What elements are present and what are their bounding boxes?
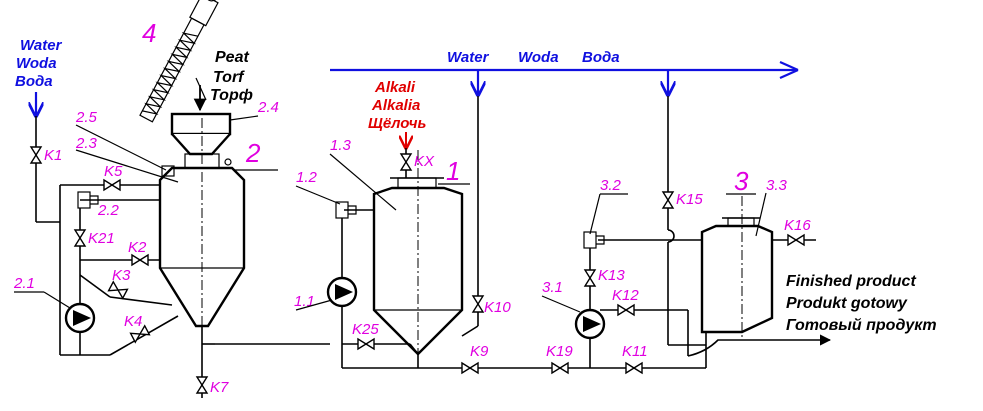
valve-k3-label: K3 <box>112 267 131 284</box>
item-2-4-label: 2.4 <box>257 99 279 116</box>
item-2-2-label: 2.2 <box>97 202 120 219</box>
water-left-label-pl: Woda <box>16 55 57 72</box>
item-3-2-label: 3.2 <box>600 177 622 194</box>
valve-labels: K1 K5 K21 K2 K3 K4 K7 KX K25 K10 K9 K19 … <box>44 147 811 396</box>
valve-k15-label: K15 <box>676 191 703 208</box>
water-left-label-en: Water <box>20 37 63 54</box>
unit-2-reactor: 2 2.4 2.5 2.3 <box>75 99 279 340</box>
item-3-3-label: 3.3 <box>766 177 788 194</box>
peat-label-pl: Torf <box>213 69 245 86</box>
item-2-1-label: 2.1 <box>13 275 35 292</box>
unit-3-label: 3 <box>734 166 749 196</box>
valve-k1-label: K1 <box>44 147 62 164</box>
valve-k9-label: K9 <box>470 343 489 360</box>
valve-k7-label: K7 <box>210 379 229 396</box>
item-2-3-label: 2.3 <box>75 135 98 152</box>
output-label-en: Finished product <box>786 273 916 290</box>
item-1-3-label: 1.3 <box>330 137 352 154</box>
item-3-1-label: 3.1 <box>542 279 563 296</box>
unit-1-label: 1 <box>446 156 460 186</box>
unit-3-tank: 3 3.3 <box>700 166 816 340</box>
unit-3-piping: 3.2 3.1 Finished product Produkt gotowy … <box>541 96 937 368</box>
unit-2-label: 2 <box>245 138 261 168</box>
peat-label-en: Peat <box>215 49 249 66</box>
valve-k25-label: K25 <box>352 321 379 338</box>
water-top-label-pl: Woda <box>518 49 559 66</box>
water-left-label-ru: Вода <box>15 73 53 90</box>
item-2-5-label: 2.5 <box>75 109 98 126</box>
unit-1-piping: 1.2 1.1 <box>294 96 706 374</box>
valve-k4-label: K4 <box>124 313 142 330</box>
valve-k5-label: K5 <box>104 163 123 180</box>
valve-k12-label: K12 <box>612 287 639 304</box>
water-top-label-ru: Вода <box>582 49 620 66</box>
valve-k19-label: K19 <box>546 343 573 360</box>
unit-2-item-labels: 2.2 2.1 <box>13 202 120 309</box>
output-label-ru: Готовый продукт <box>786 317 937 334</box>
water-top-label-en: Water <box>447 49 490 66</box>
alkali-label-ru: Щёлочь <box>368 115 426 132</box>
output-label-pl: Produkt gotowy <box>786 295 908 312</box>
valve-k16-label: K16 <box>784 217 811 234</box>
unit-1-reactor: 1 1.3 <box>329 137 470 360</box>
unit-4-label: 4 <box>142 18 156 48</box>
alkali-label-pl: Alkalia <box>371 97 420 114</box>
alkali-input: Alkali Alkalia Щёлочь <box>368 79 426 148</box>
peat-label-ru: Торф <box>210 87 253 104</box>
valve-k10-label: K10 <box>484 299 511 316</box>
valve-k13-label: K13 <box>598 267 625 284</box>
valve-k21-label: K21 <box>88 230 115 247</box>
water-header: Water Woda Вода <box>330 49 799 95</box>
water-left-input: Water Woda Вода <box>15 37 63 116</box>
valve-k11-label: K11 <box>622 343 648 360</box>
unit-2-piping <box>30 116 330 398</box>
peat-screw-feeder: Peat Torf Торф 4 <box>139 0 253 123</box>
valve-k2-label: K2 <box>128 239 147 256</box>
valve-kx-label: KX <box>414 153 435 170</box>
item-1-2-label: 1.2 <box>296 169 318 186</box>
alkali-label-en: Alkali <box>374 79 416 96</box>
